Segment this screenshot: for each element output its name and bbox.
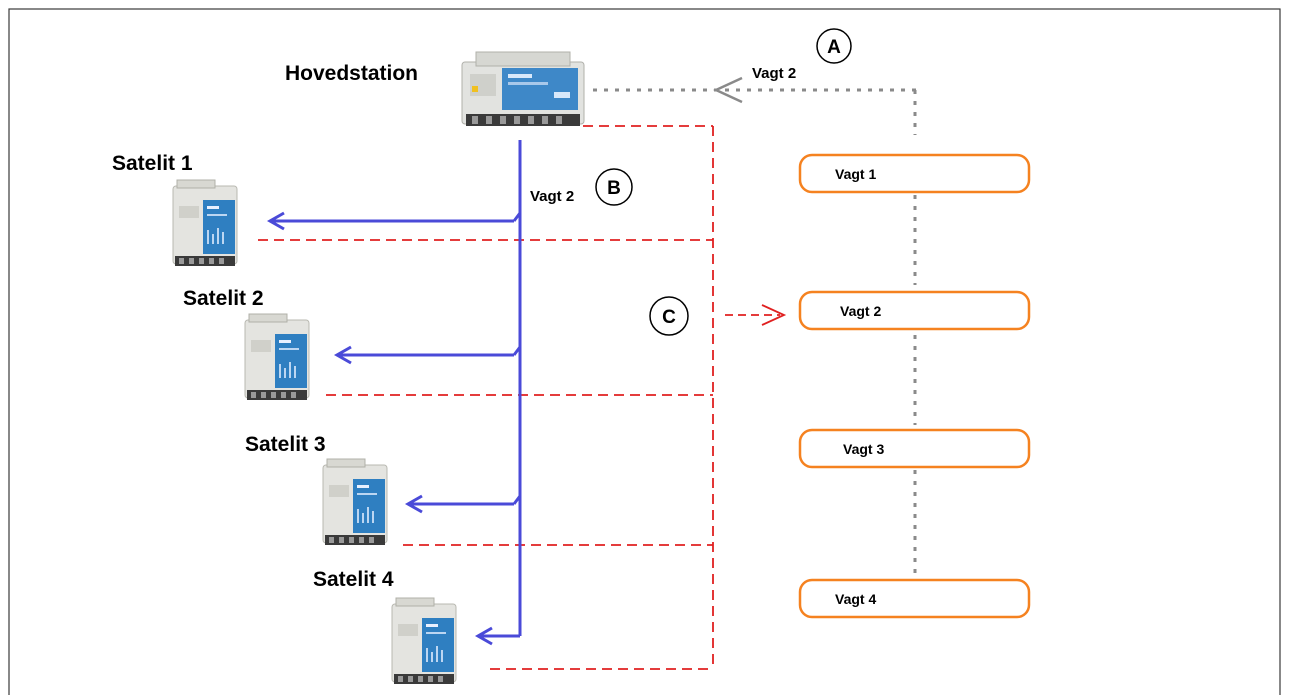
- guard-vagt-1-label: Vagt 1: [835, 166, 876, 182]
- guard-vagt-2-label: Vagt 2: [840, 303, 881, 319]
- main-station-device: [461, 51, 585, 126]
- marker-a: A Vagt 2: [752, 28, 852, 82]
- satellite-1-device: [172, 179, 238, 267]
- guard-vagt-3-label: Vagt 3: [843, 441, 884, 457]
- satellite-2: Satelit 2: [183, 287, 310, 401]
- satellite-4-label: Satelit 4: [313, 568, 394, 591]
- satellite-2-label: Satelit 2: [183, 287, 264, 310]
- satellite-1-label: Satelit 1: [112, 152, 193, 175]
- guard-vagt-4: Vagt 4: [798, 578, 1031, 619]
- satellite-4-device: [391, 597, 457, 685]
- satellite-1: Satelit 1: [112, 152, 238, 267]
- satellite-2-device: [244, 313, 310, 401]
- main-station-label: Hovedstation: [285, 62, 418, 85]
- arrow-c-to-vagt-2: [725, 304, 787, 326]
- guard-vagt-3: Vagt 3: [798, 428, 1031, 469]
- satellite-3: Satelit 3: [245, 433, 388, 546]
- grey-dotted-lines: [593, 88, 918, 575]
- marker-b: B Vagt 2: [530, 168, 633, 206]
- marker-b-letter: B: [607, 178, 621, 199]
- arrow-a-head: [713, 76, 743, 104]
- marker-c-letter: C: [662, 307, 676, 328]
- satellite-3-label: Satelit 3: [245, 433, 326, 456]
- satellite-3-device: [322, 458, 388, 546]
- marker-a-letter: A: [827, 37, 841, 58]
- diagram-frame: [8, 8, 1281, 695]
- marker-b-label: Vagt 2: [530, 188, 574, 205]
- marker-a-label: Vagt 2: [752, 65, 796, 82]
- blue-arrowheads: [266, 211, 493, 646]
- marker-c: C: [649, 296, 689, 336]
- blue-bus-lines: [270, 140, 522, 638]
- satellite-4: Satelit 4: [313, 568, 457, 685]
- guard-vagt-4-label: Vagt 4: [835, 591, 876, 607]
- guard-vagt-2: Vagt 2: [798, 290, 1031, 331]
- guard-vagt-1: Vagt 1: [798, 153, 1031, 194]
